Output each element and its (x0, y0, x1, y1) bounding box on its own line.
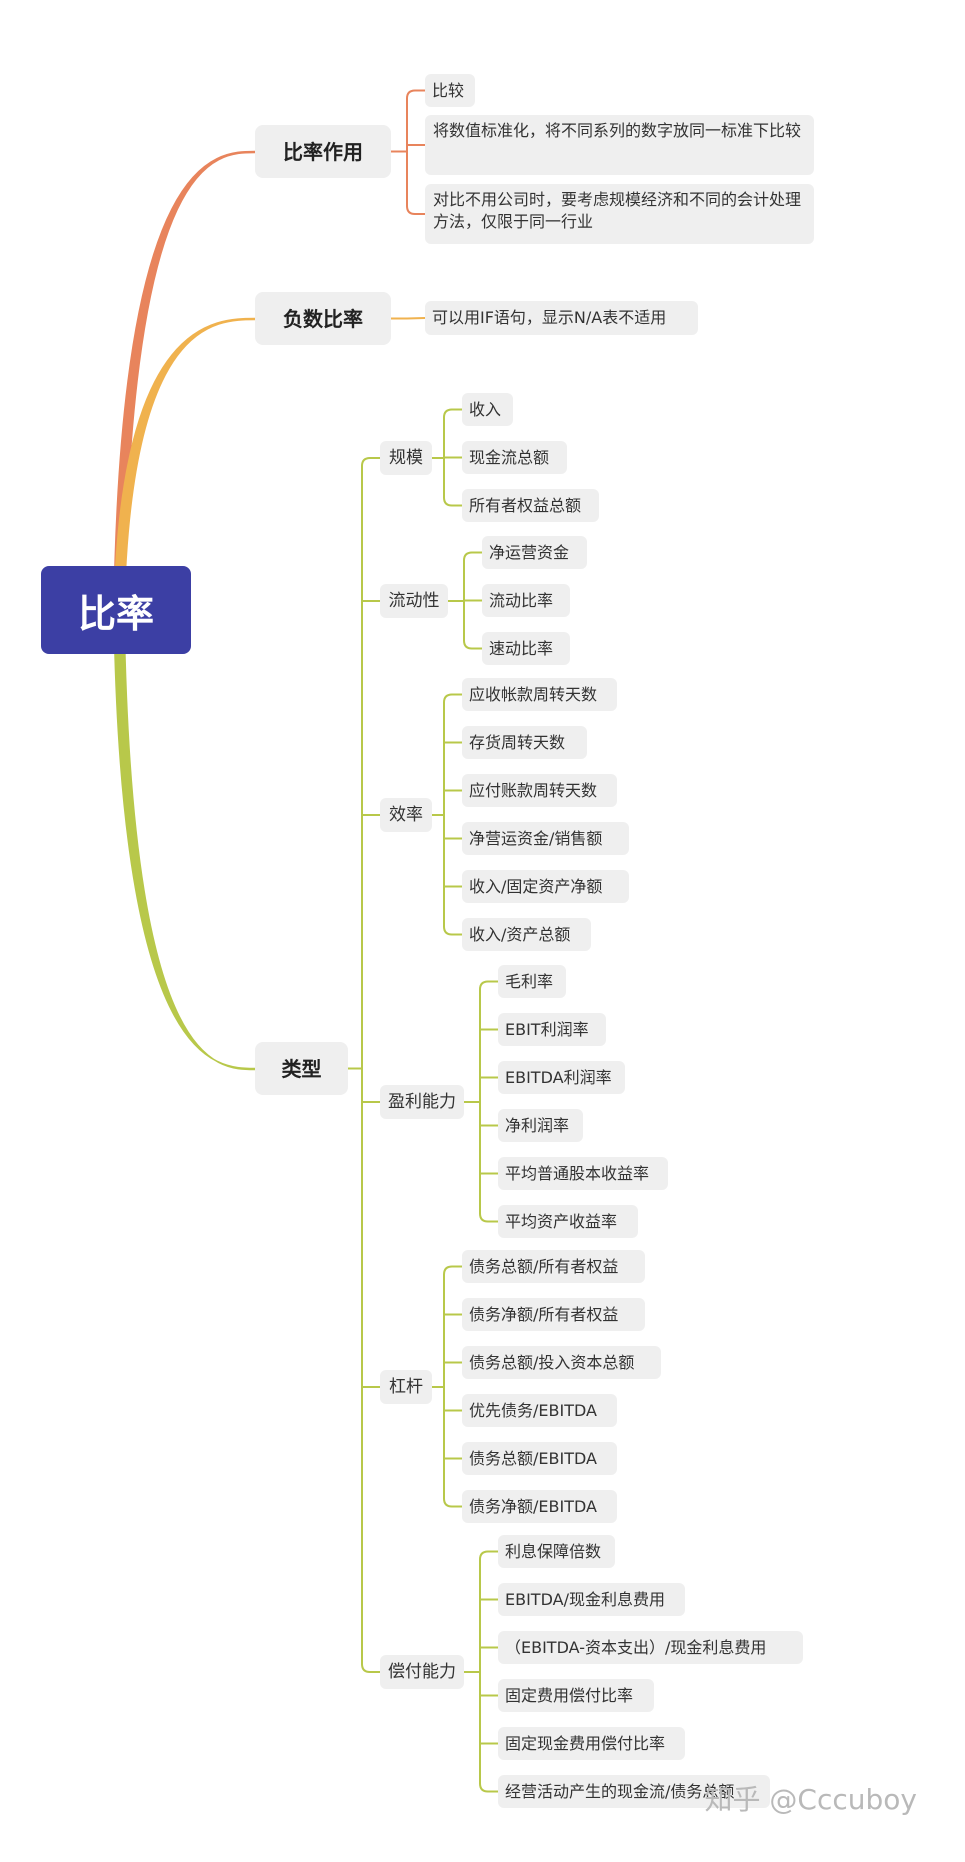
leaf-total-cash-flow[interactable]: 现金流总额 (462, 441, 567, 474)
leaf-compare[interactable]: 比较 (425, 74, 475, 107)
leaf-ebitda-capex-cash-interest[interactable]: （EBITDA-资本支出）/现金利息费用 (498, 1631, 803, 1664)
connector-root-branch-types (113, 609, 256, 1071)
group-scale[interactable]: 规模 (380, 441, 432, 475)
leaf-standardize[interactable]: 将数值标准化，将不同系列的数字放同一标准下比较 (425, 115, 814, 175)
leaf-ebitda-margin[interactable]: EBITDA利润率 (498, 1061, 625, 1094)
connector-efficiency-edge-5 (443, 925, 463, 936)
root-node[interactable]: 比率 (41, 566, 191, 654)
connector-scale-edge-0 (443, 408, 463, 419)
group-leverage[interactable]: 杠杆 (380, 1370, 432, 1404)
connector-scale-edge-2 (443, 496, 463, 507)
connector-solvency-edge-5 (479, 1782, 499, 1793)
leaf-total-equity[interactable]: 所有者权益总额 (462, 489, 599, 522)
leaf-nwc-sales[interactable]: 净营运资金/销售额 (462, 822, 629, 855)
group-efficiency[interactable]: 效率 (380, 798, 432, 832)
connector-efficiency-edge-0 (443, 693, 463, 704)
leaf-debt-equity[interactable]: 债务总额/所有者权益 (462, 1250, 645, 1283)
leaf-ocf-debt[interactable]: 经营活动产生的现金流/债务总额 (498, 1775, 770, 1808)
leaf-current-ratio[interactable]: 流动比率 (482, 584, 570, 617)
connector-purpose-edge-0 (406, 89, 426, 100)
leaf-senior-debt-ebitda[interactable]: 优先债务/EBITDA (462, 1394, 617, 1427)
leaf-interest-coverage[interactable]: 利息保障倍数 (498, 1535, 615, 1568)
connector-negative-edge-0 (406, 317, 426, 320)
leaf-inventory-days[interactable]: 存货周转天数 (462, 726, 587, 759)
connector-profitability-edge-5 (479, 1212, 499, 1223)
leaf-net-margin[interactable]: 净利润率 (498, 1109, 583, 1142)
group-profitability[interactable]: 盈利能力 (380, 1085, 464, 1119)
leaf-gross-margin[interactable]: 毛利率 (498, 965, 566, 998)
leaf-payable-days[interactable]: 应付账款周转天数 (462, 774, 617, 807)
connector-types-edge-0 (361, 457, 381, 467)
leaf-debt-capital[interactable]: 债务总额/投入资本总额 (462, 1346, 661, 1379)
connector-liquidity-edge-2 (463, 639, 483, 650)
leaf-net-debt-equity[interactable]: 债务净额/所有者权益 (462, 1298, 645, 1331)
connector-solvency-edge-0 (479, 1550, 499, 1561)
leaf-fixed-charge-coverage[interactable]: 固定费用偿付比率 (498, 1679, 654, 1712)
watermark: 知乎 @Cccuboy (704, 1783, 917, 1816)
leaf-compare-companies[interactable]: 对比不用公司时，要考虑规模经济和不同的会计处理方法，仅限于同一行业 (425, 184, 814, 244)
connector-liquidity-edge-0 (463, 551, 483, 562)
leaf-net-debt-ebitda[interactable]: 债务净额/EBITDA (462, 1490, 617, 1523)
leaf-ebitda-cash-interest[interactable]: EBITDA/现金利息费用 (498, 1583, 685, 1616)
leaf-revenue-total-assets[interactable]: 收入/资产总额 (462, 918, 591, 951)
connector-types-edge-5 (361, 1663, 381, 1673)
leaf-ebit-margin[interactable]: EBIT利润率 (498, 1013, 606, 1046)
group-liquidity[interactable]: 流动性 (380, 584, 448, 618)
leaf-revenue-fixed-assets[interactable]: 收入/固定资产净额 (462, 870, 629, 903)
branch-negative-ratio[interactable]: 负数比率 (255, 292, 391, 345)
connector-leverage-edge-0 (443, 1265, 463, 1276)
leaf-avg-roa[interactable]: 平均资产收益率 (498, 1205, 638, 1238)
leaf-quick-ratio[interactable]: 速动比率 (482, 632, 570, 665)
leaf-if-statement[interactable]: 可以用IF语句，显示N/A表不适用 (425, 301, 698, 335)
leaf-net-working-capital[interactable]: 净运营资金 (482, 536, 587, 569)
connector-profitability-edge-0 (479, 980, 499, 991)
leaf-receivable-days[interactable]: 应收帐款周转天数 (462, 678, 617, 711)
leaf-avg-roe[interactable]: 平均普通股本收益率 (498, 1157, 668, 1190)
branch-types[interactable]: 类型 (255, 1042, 348, 1095)
leaf-debt-ebitda[interactable]: 债务总额/EBITDA (462, 1442, 617, 1475)
connector-leverage-edge-5 (443, 1497, 463, 1508)
group-solvency[interactable]: 偿付能力 (380, 1655, 464, 1689)
connector-root-branch-ratio-purpose (113, 150, 256, 611)
leaf-revenue[interactable]: 收入 (462, 393, 513, 426)
connector-purpose-edge-2 (406, 205, 426, 215)
leaf-fixed-cash-charge-coverage[interactable]: 固定现金费用偿付比率 (498, 1727, 685, 1760)
branch-ratio-purpose[interactable]: 比率作用 (255, 125, 391, 178)
